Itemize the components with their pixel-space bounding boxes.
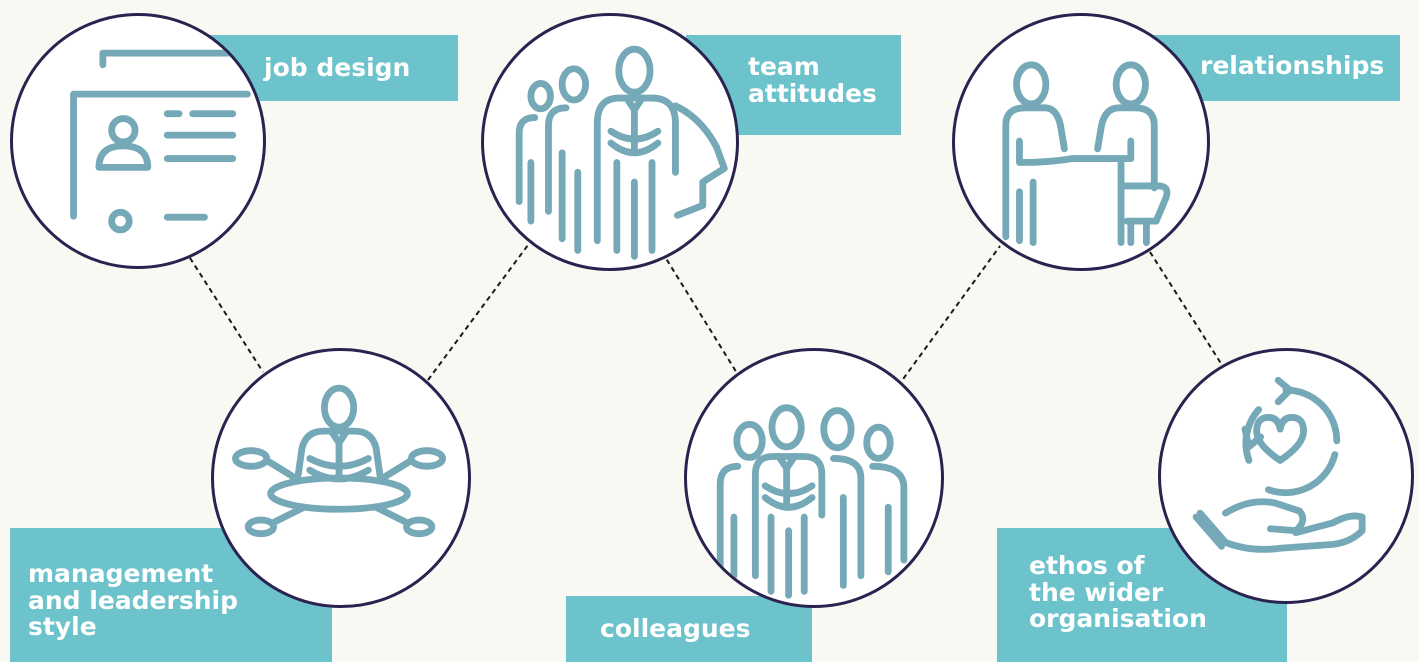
connector-colleagues-relationships — [897, 245, 1001, 387]
team-leader-icon — [515, 45, 728, 260]
label-colleagues: colleagues — [566, 596, 812, 662]
label-management-text: management and leadership style — [28, 559, 238, 641]
label-colleagues-text: colleagues — [600, 614, 751, 643]
connector-team-colleagues — [661, 251, 741, 379]
node-ethos — [1158, 348, 1414, 604]
node-team-attitudes — [481, 13, 739, 271]
label-relationships: relationships — [1150, 35, 1400, 101]
node-relationships — [952, 13, 1210, 271]
heart-in-hand-icon — [1192, 376, 1366, 553]
label-job-design-text: job design — [264, 53, 411, 82]
group-icon — [716, 404, 908, 599]
label-relationships-text: relationships — [1200, 51, 1385, 80]
connector-relationships-ethos — [1149, 251, 1223, 366]
handshake-icon — [1002, 61, 1171, 247]
node-job-design — [10, 13, 266, 269]
connector-job-management — [189, 257, 264, 373]
label-ethos-text: ethos of the wider organisation — [1029, 551, 1207, 633]
label-management: management and leadership style — [10, 528, 332, 662]
id-card-icon — [70, 49, 251, 234]
connector-management-team — [427, 244, 529, 381]
node-colleagues — [684, 348, 944, 608]
node-management — [211, 348, 471, 608]
network-leader-icon — [232, 384, 447, 538]
label-team-attitudes-text: team attitudes — [748, 52, 877, 108]
